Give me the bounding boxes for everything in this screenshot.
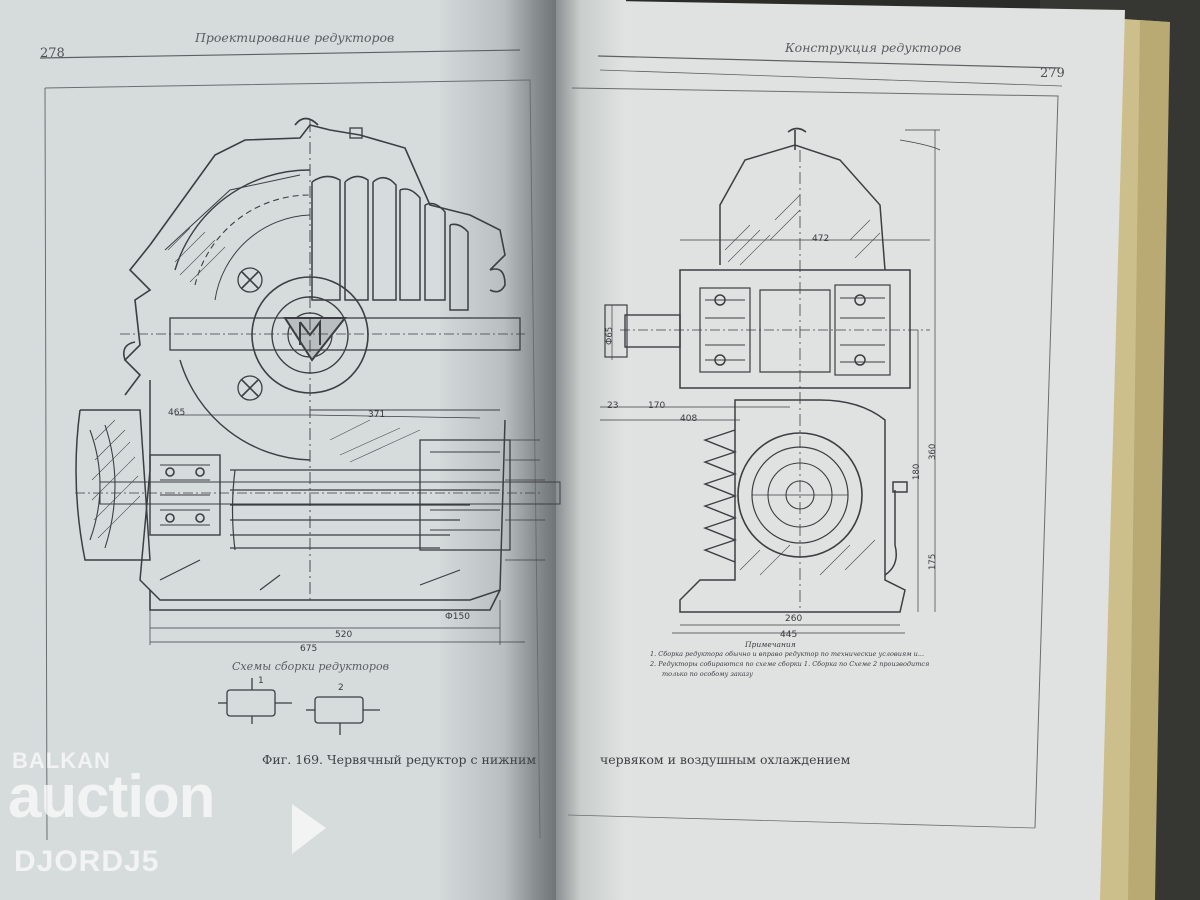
note-1: 1. Сборка редуктора обычно и вправо реду… [650, 650, 925, 658]
left-dim-465: 465 [168, 408, 186, 418]
watermark-djordj5: DJORDJ5 [14, 845, 160, 878]
left-page [0, 0, 556, 900]
left-dim-371: 371 [368, 410, 386, 420]
right-dim-445: 445 [780, 630, 798, 640]
right-page-number: 279 [1040, 66, 1065, 81]
right-dim-170: 170 [648, 401, 666, 411]
left-dim-675: 675 [300, 644, 318, 654]
right-dim-phi65: Ф65 [605, 326, 615, 345]
scheme-label-1: 1 [258, 676, 264, 686]
right-dim-260: 260 [785, 614, 803, 624]
left-dim-phi150: Ф150 [445, 612, 470, 622]
right-hatching [724, 194, 881, 576]
left-page-number: 278 [40, 46, 65, 61]
right-figure-caption: червяком и воздушным охлаждением [600, 752, 851, 767]
right-dim-23: 23 [607, 401, 619, 411]
notes-title: Примечания [745, 640, 796, 649]
assembly-schemes [218, 678, 380, 735]
scheme-label-2: 2 [338, 683, 344, 693]
left-dim-520: 520 [335, 630, 353, 640]
note-3: только по особому заказу [662, 670, 753, 678]
left-figure-caption: Фиг. 169. Червячный редуктор с нижним [262, 752, 537, 767]
assembly-scheme-title: Схемы сборки редукторов [232, 660, 389, 673]
watermark-balkan: BALKAN [12, 748, 111, 773]
right-dim-180: 180 [912, 463, 922, 480]
right-running-head: Конструкция редукторов [785, 40, 962, 55]
note-2: 2. Редукторы собираются по схеме сборки … [650, 660, 930, 668]
right-dim-472: 472 [812, 234, 830, 244]
right-reducer-drawing [600, 127, 941, 634]
watermark-arrow-icon [292, 804, 326, 854]
left-hatching [91, 227, 421, 539]
left-reducer-drawing [75, 117, 561, 645]
right-dim-360: 360 [928, 443, 938, 460]
right-page [556, 0, 1125, 900]
right-dim-175: 175 [928, 553, 938, 570]
left-running-head: Проектирование редукторов [195, 30, 395, 45]
right-dim-408: 408 [680, 414, 698, 424]
watermark-auction: auction [8, 763, 215, 830]
